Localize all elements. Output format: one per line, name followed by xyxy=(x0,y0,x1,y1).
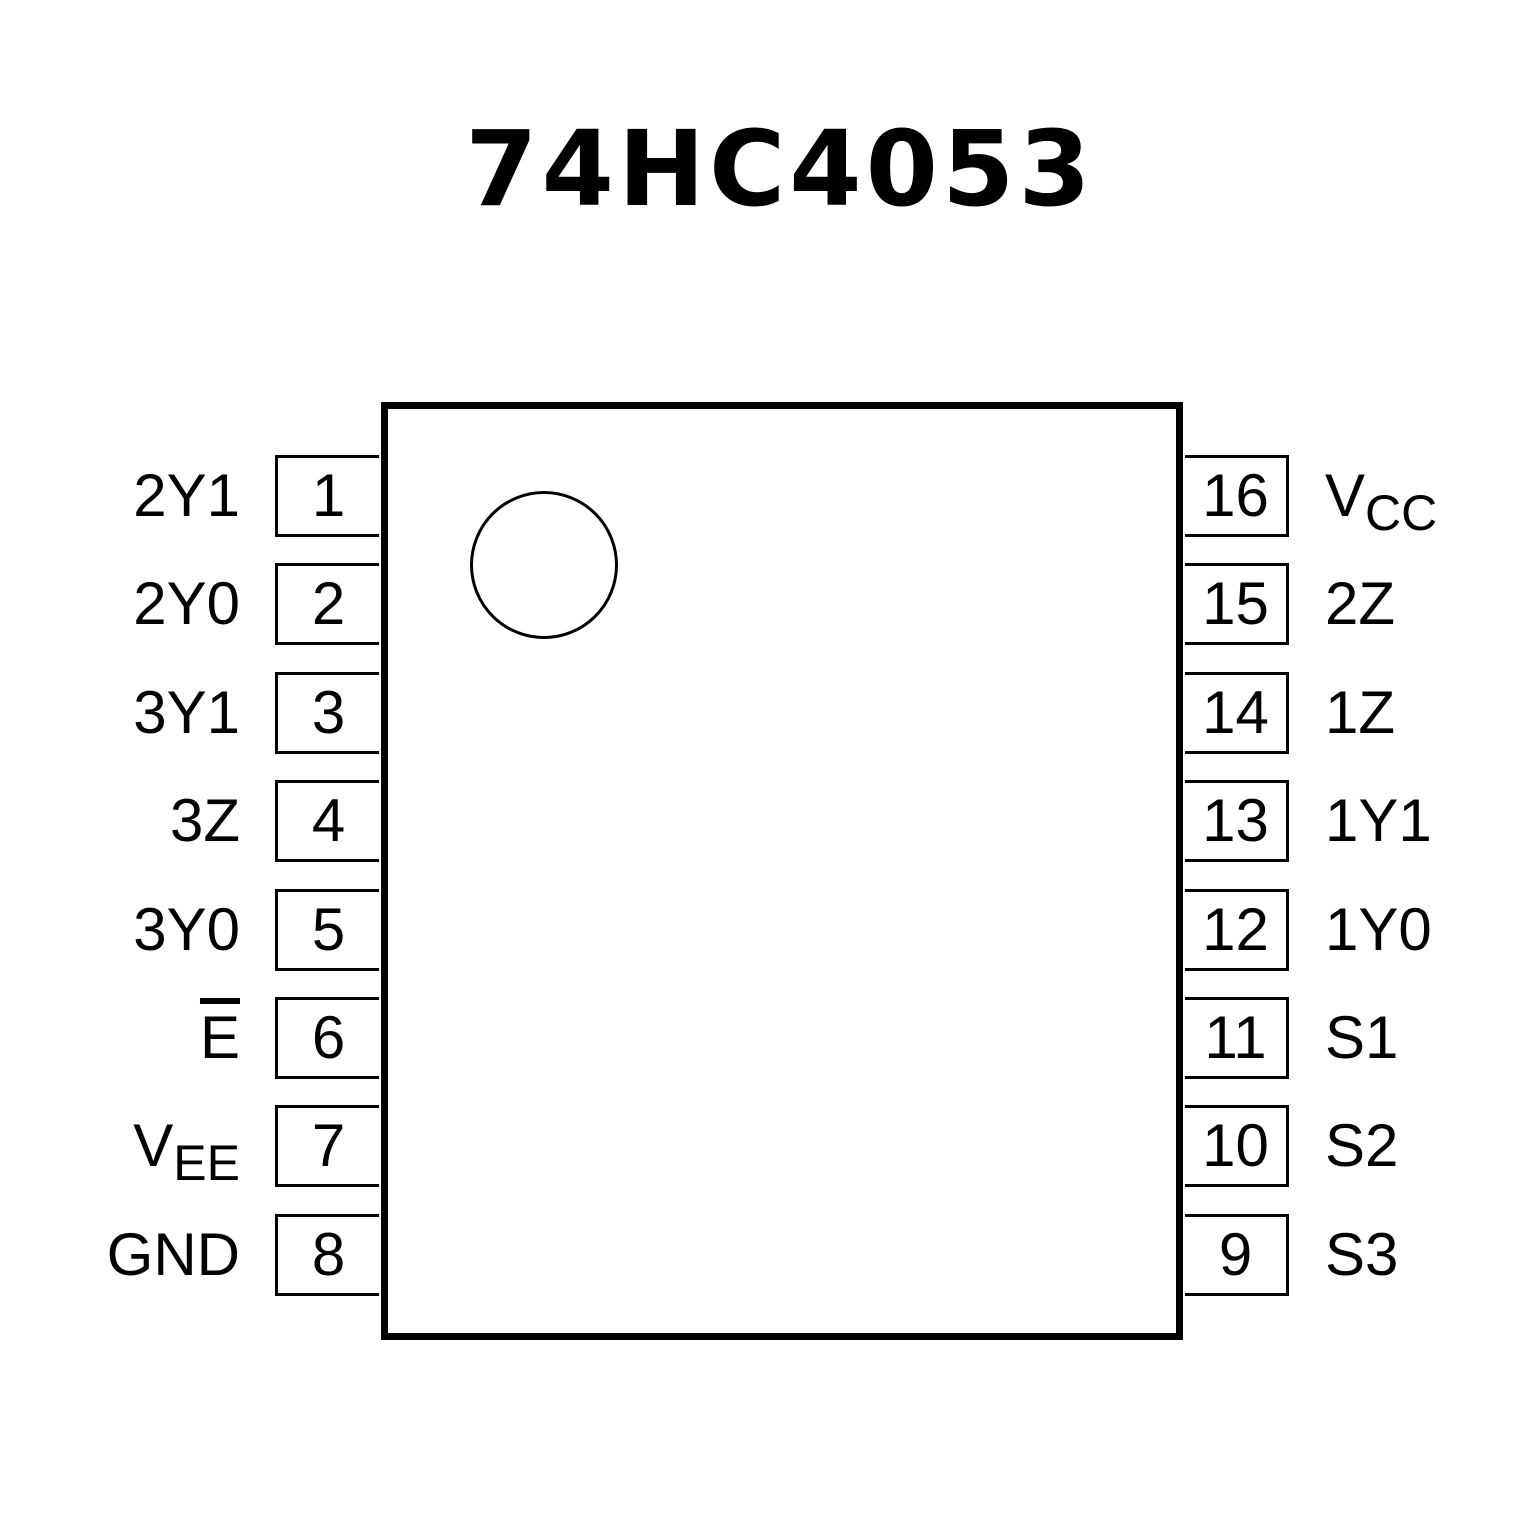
pin-10-label: S2 xyxy=(1325,1105,1398,1187)
pin-14-box: 14 xyxy=(1185,671,1289,754)
pin-label-text: V xyxy=(133,1112,174,1180)
pin-label-text: 2Z xyxy=(1325,570,1396,638)
pin-13-label: 1Y1 xyxy=(1325,780,1432,862)
pin-14-label: 1Z xyxy=(1325,672,1395,754)
pin-15-label: 2Z xyxy=(1325,563,1395,645)
pin-11-label: S1 xyxy=(1325,997,1398,1079)
pin-1-label: 2Y1 xyxy=(133,455,240,537)
pin-7-box: 7 xyxy=(275,1105,379,1188)
pin-label-text: 1Y1 xyxy=(1325,787,1432,855)
pin-11-box: 11 xyxy=(1185,997,1289,1079)
pin-3-box: 3 xyxy=(275,671,379,754)
pin-4-box: 4 xyxy=(275,780,379,863)
pin-9-box: 9 xyxy=(1185,1213,1289,1296)
pin-6-label: E xyxy=(200,997,240,1079)
pin-label-text: V xyxy=(1325,462,1366,529)
pin-12-box: 12 xyxy=(1185,888,1289,971)
pin-8-box: 8 xyxy=(275,1213,379,1296)
chip-title: 74HC4053 xyxy=(465,108,1095,230)
pin-2-label: 2Y0 xyxy=(133,563,240,645)
pin-6-box: 6 xyxy=(275,997,379,1079)
pin-4-label: 3Z xyxy=(170,780,240,862)
pin-16-box: 16 xyxy=(1185,455,1289,537)
pin-label-subscript: EE xyxy=(173,1135,240,1192)
pin-label-text: S2 xyxy=(1325,1112,1399,1180)
pin-label-text: 1Y0 xyxy=(1325,895,1432,963)
pin-3-label: 3Y1 xyxy=(133,672,240,754)
pin-10-box: 10 xyxy=(1185,1105,1289,1188)
pin-label-text: 2Y0 xyxy=(133,570,240,638)
pin-16-label: VCC xyxy=(1325,455,1437,554)
pin-2-box: 2 xyxy=(275,563,379,646)
pin-7-label: VEE xyxy=(133,1105,240,1204)
pin-5-label: 3Y0 xyxy=(133,889,240,971)
pin-1-box: 1 xyxy=(275,455,379,537)
pin-label-text: 3Y0 xyxy=(133,895,240,963)
pin-label-text: 1Z xyxy=(1325,678,1396,746)
pin-15-box: 15 xyxy=(1185,563,1289,646)
pin-12-label: 1Y0 xyxy=(1325,889,1432,971)
pin-label-text: E xyxy=(199,1004,240,1071)
pin-label-subscript: CC xyxy=(1365,485,1438,541)
pin-13-box: 13 xyxy=(1185,780,1289,863)
pin-9-label: S3 xyxy=(1325,1214,1398,1296)
pin-5-box: 5 xyxy=(275,888,379,971)
pin-label-text: S3 xyxy=(1325,1220,1399,1288)
pin-label-text: 3Y1 xyxy=(133,678,240,746)
pin-label-text: GND xyxy=(106,1220,240,1288)
pin-8-label: GND xyxy=(107,1214,240,1296)
pin-label-text: 2Y1 xyxy=(133,462,240,529)
pin-label-text: 3Z xyxy=(169,787,240,855)
pin1-indicator-dot xyxy=(470,491,618,639)
pin-label-text: S1 xyxy=(1325,1004,1399,1071)
